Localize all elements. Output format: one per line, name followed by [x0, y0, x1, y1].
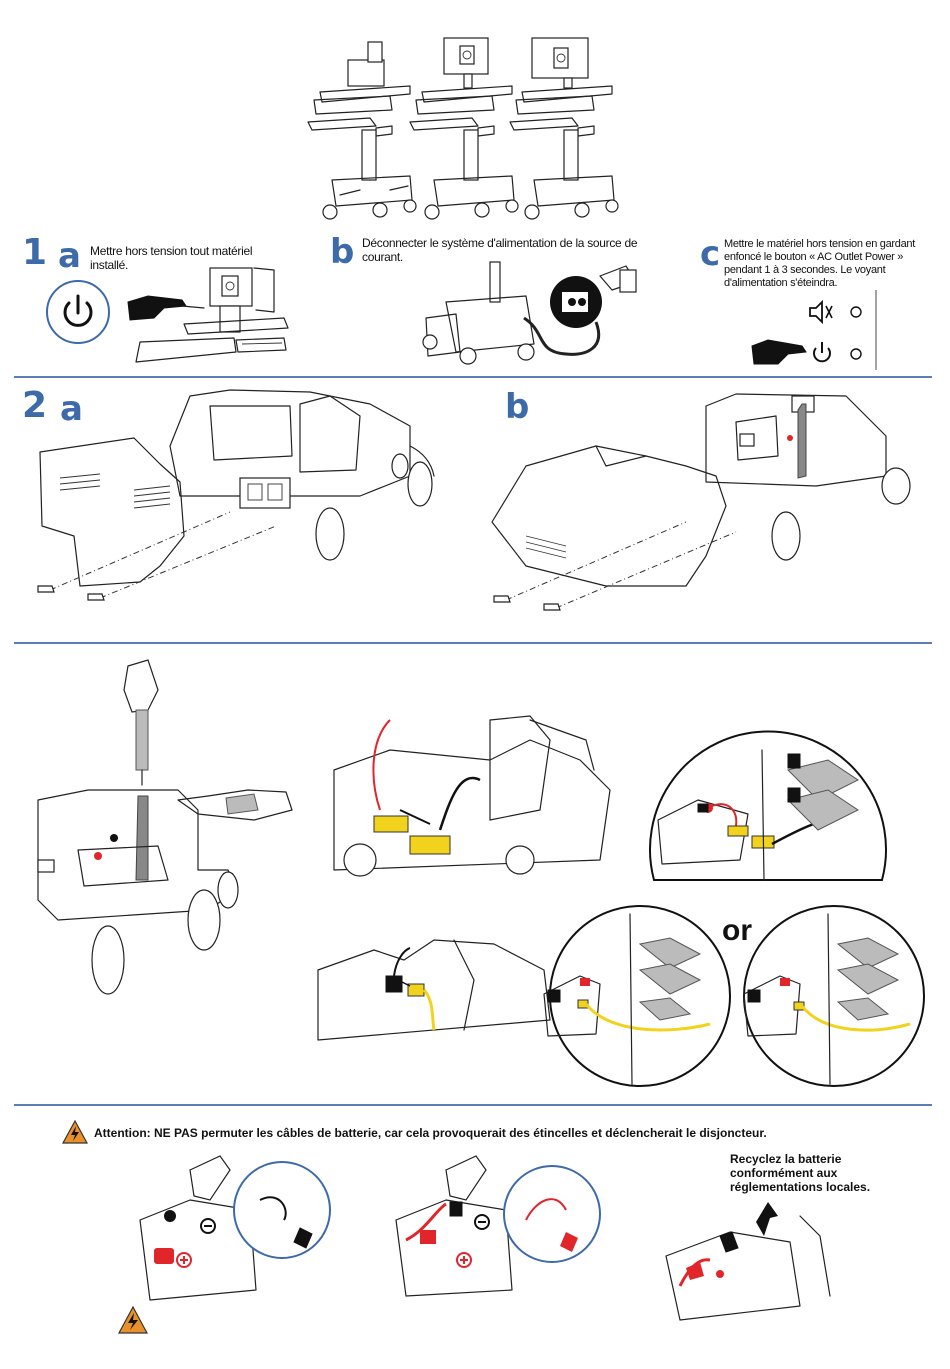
step2a-letter: a	[60, 389, 83, 429]
step1b-text: Déconnecter le système d'alimentation de…	[362, 236, 638, 264]
step1a-letter: a	[58, 236, 81, 276]
rule-1	[14, 376, 932, 378]
step2-number: 2	[22, 385, 48, 426]
battery-illustration-1	[130, 1150, 340, 1310]
battery-illustration-3	[660, 1196, 840, 1326]
step1c-illustration	[748, 290, 882, 370]
hand-icon	[127, 295, 187, 321]
step1b-illustration	[416, 261, 646, 372]
detail-circle-3	[734, 904, 934, 1087]
hand-icon	[751, 339, 807, 365]
warning-text: Attention: NE PAS permuter les câbles de…	[94, 1126, 767, 1140]
warning-icon	[61, 1119, 89, 1144]
step1a-illustration	[124, 262, 294, 368]
power-icon	[813, 342, 831, 363]
rule-2	[14, 642, 932, 644]
step2b-letter: b	[505, 387, 530, 427]
screwdriver-icon	[123, 659, 159, 786]
detail-circle-2	[540, 904, 740, 1087]
step2a-illustration	[30, 386, 450, 610]
power-icon	[63, 294, 93, 327]
rule-3	[14, 1104, 932, 1106]
carts-illustration	[300, 30, 620, 225]
step1b-letter: b	[330, 232, 355, 272]
step1c-text: Mettre le matériel hors tension en garda…	[724, 238, 916, 289]
power-button-circle[interactable]	[46, 280, 110, 344]
step1-number: 1	[22, 232, 48, 273]
step1c-letter: c	[700, 234, 721, 274]
recycle-text: Recyclez la batterie conformément aux ré…	[730, 1152, 871, 1194]
detail-circle-1	[648, 690, 888, 881]
battery-illustration-2	[386, 1150, 606, 1300]
warning-icon-2	[117, 1305, 149, 1334]
step3-screwdriver-illustration	[28, 650, 298, 1006]
step3-connector-top-illustration	[330, 710, 616, 880]
step2b-illustration	[486, 386, 926, 614]
or-label: or	[722, 914, 752, 947]
step1a-text: Mettre hors tension tout matériel instal…	[90, 244, 253, 272]
mute-icon	[809, 299, 833, 325]
step3-connector-bottom-illustration	[314, 930, 554, 1054]
